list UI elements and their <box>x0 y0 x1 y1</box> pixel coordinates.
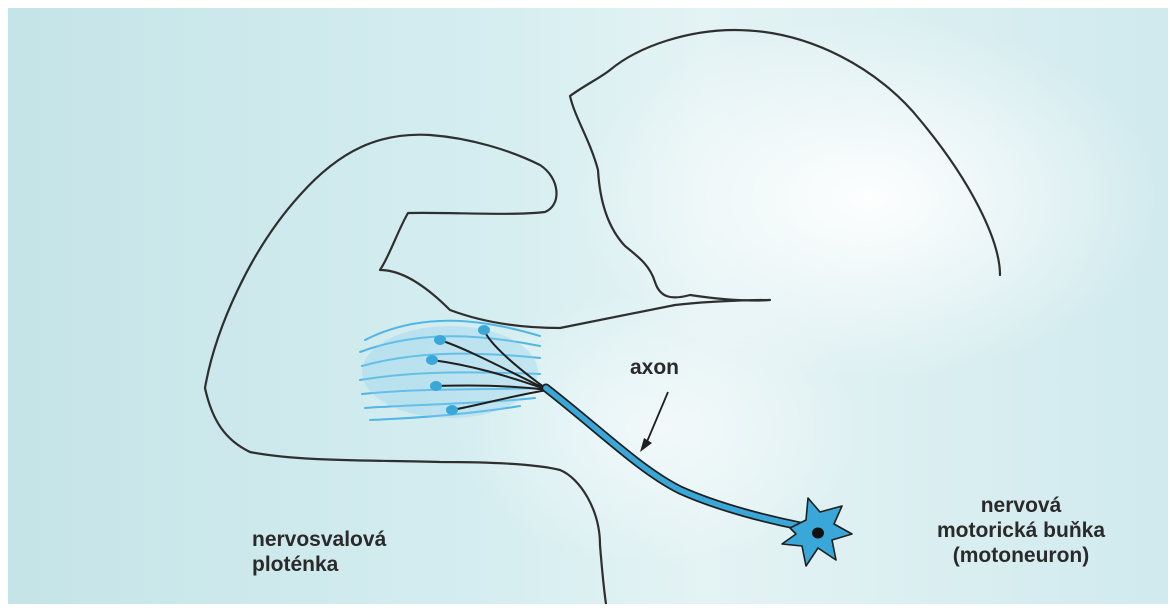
motor-neuron-label-line3: (motoneuron) <box>876 544 1166 569</box>
motor-neuron-label: nervová motorická buňka (motoneuron) <box>876 494 1166 568</box>
motor-neuron-label-line2: motorická buňka <box>876 519 1166 544</box>
axon-pointer-arrowhead <box>640 438 652 452</box>
diagram-panel: axon nervosvalová ploténka nervová motor… <box>8 8 1168 604</box>
axon-pointer-arrow <box>646 392 668 444</box>
axon-label: axon <box>630 356 679 381</box>
motor-neuron-label-line1: nervová <box>876 494 1166 519</box>
axon-inner <box>546 388 800 526</box>
motor-neuron-nucleus <box>812 528 824 539</box>
neuromuscular-junction-label-line1: nervosvalová <box>252 528 386 553</box>
axon-outer <box>546 388 800 526</box>
neuromuscular-junction-label-line2: ploténka <box>252 553 386 578</box>
body-silhouette-outline <box>205 30 1000 388</box>
neuromuscular-junction-label: nervosvalová ploténka <box>252 528 386 578</box>
